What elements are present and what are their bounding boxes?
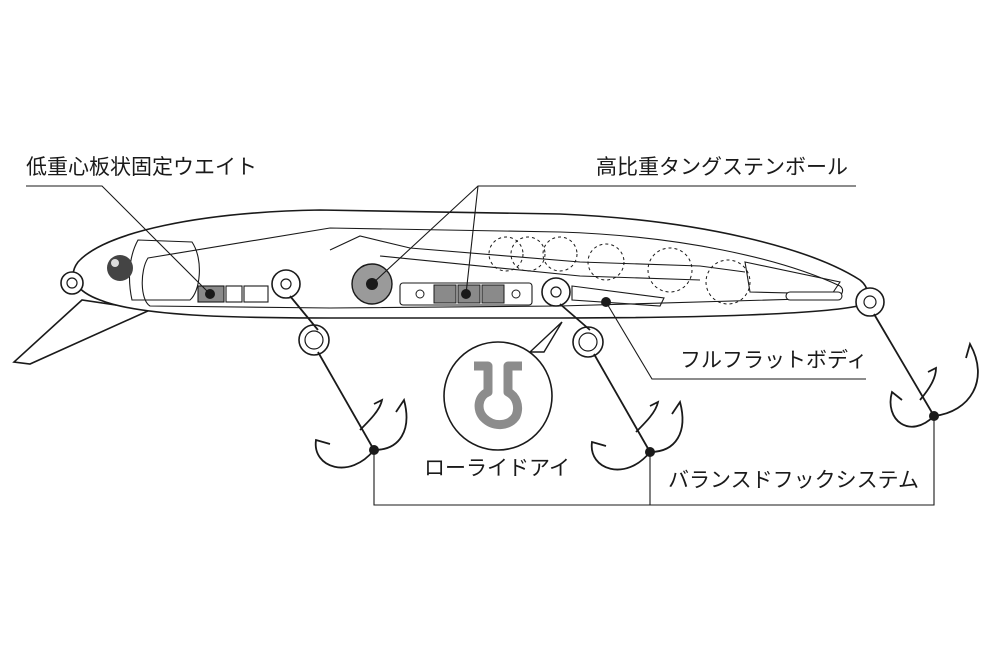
ball-track [329,235,746,273]
diving-lip [12,299,153,365]
label-low-gravity-weight: 低重心板状固定ウエイト [26,155,257,179]
head-plate [128,239,200,301]
label-tungsten-ball: 高比重タングステンボール [596,155,848,179]
split-ring-mid [572,326,604,358]
label-full-flat-body: フルフラットボディ [680,348,868,372]
nose-line-tie [60,271,84,295]
low-ride-eye-pointer [528,321,563,353]
front-hook-hanger [271,269,301,299]
mid-hook-hanger [541,277,571,307]
fixed-weight-front [197,285,269,303]
leader-dots [205,280,939,457]
label-balanced-hook-system: バランスドフックシステム [668,468,919,492]
treble-hook-tail [873,313,979,428]
lure-eye-icon [107,255,133,281]
inner-frame [141,227,844,309]
treble-hook-front [289,295,408,469]
ball-track-lower [379,255,701,281]
flat-body-slot [571,285,665,307]
low-ride-eye-icon [474,361,523,429]
low-ride-eye-callout [443,341,553,451]
tail-hook-hanger [855,287,885,317]
rear-slot [785,291,843,301]
treble-hook-mid [559,303,684,471]
ball-positions [488,236,751,305]
split-ring-front [298,324,330,356]
label-low-ride-eye: ローライドアイ [424,456,570,480]
leader-lines [26,185,935,506]
